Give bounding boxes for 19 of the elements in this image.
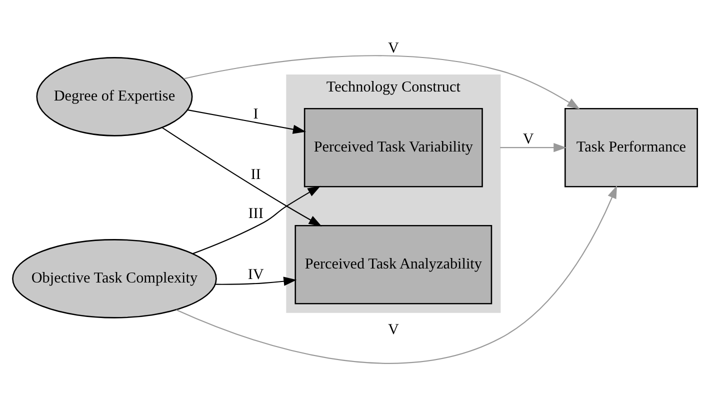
arrow: [162, 126, 322, 226]
node-box: Perceived Task Variability: [304, 107, 483, 187]
edge-label: IV: [248, 265, 264, 282]
node-box: Task Performance: [564, 107, 698, 187]
edge-label: III: [248, 204, 264, 222]
edge-label: II: [250, 166, 261, 183]
edge-label: V: [388, 38, 399, 56]
arrow: [187, 108, 306, 134]
edge-label: V: [522, 130, 534, 147]
arrow: [183, 54, 580, 109]
node-ellipse: Degree of Expertise: [36, 56, 193, 136]
arrow: [500, 142, 567, 152]
arrow: [176, 184, 617, 364]
edge-label: V: [388, 320, 399, 338]
edge-label: I: [253, 105, 258, 122]
arrow: [215, 276, 297, 286]
node-ellipse: Objective Task Complexity: [12, 238, 217, 318]
arrow: [192, 185, 321, 254]
node-box: Perceived Task Analyzability: [294, 224, 492, 304]
